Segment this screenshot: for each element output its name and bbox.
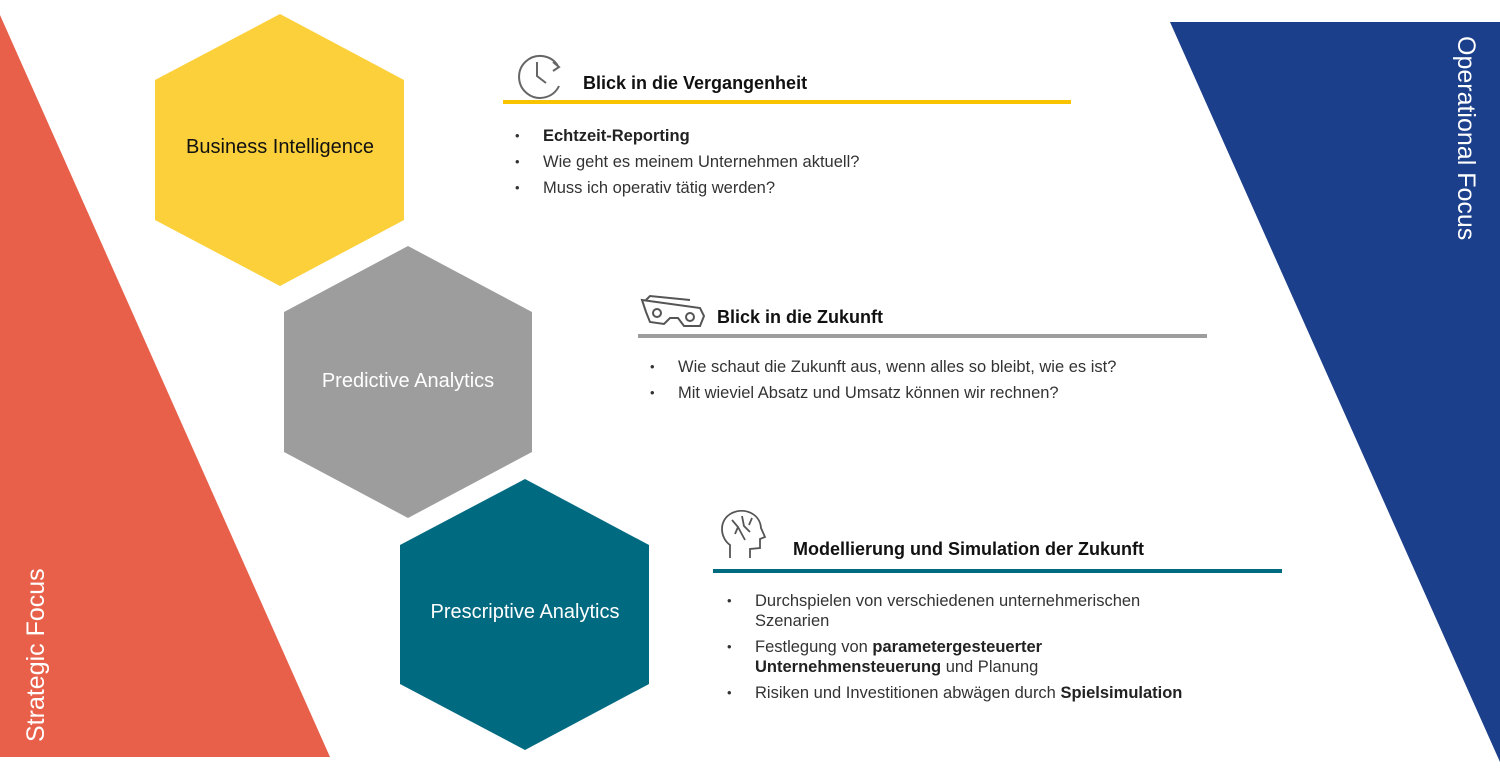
hexagon-label-predictive: Predictive Analytics [321, 370, 495, 392]
hexagon-prescriptive-analytics [400, 479, 649, 750]
clock-icon [518, 54, 561, 99]
glasses-icon [640, 294, 706, 327]
list-item: Wie geht es meinem Unternehmen aktuell? [515, 152, 859, 172]
bullet-list-simulation: Durchspielen von verschiedenen unternehm… [727, 591, 1197, 709]
hexagon-predictive-analytics [284, 246, 532, 518]
operational-focus-label: Operational Focus [1452, 36, 1480, 241]
strategic-focus-triangle [0, 15, 330, 757]
bullet-list-future: Wie schaut die Zukunft aus, wenn alles s… [650, 357, 1116, 409]
list-item: Durchspielen von verschiedenen unternehm… [727, 591, 1197, 631]
list-item: Mit wieviel Absatz und Umsatz können wir… [650, 383, 1116, 403]
section-rule-future [638, 334, 1207, 338]
hexagon-business-intelligence [155, 14, 404, 286]
operational-focus-triangle [1170, 22, 1500, 762]
section-title-simulation: Modellierung und Simulation der Zukunft [793, 539, 1144, 559]
list-item: Muss ich operativ tätig werden? [515, 178, 859, 198]
bullet-list-past: Echtzeit-Reporting Wie geht es meinem Un… [515, 126, 859, 204]
list-item: Echtzeit-Reporting [515, 126, 859, 146]
hexagon-label-bi: Business Intelligence [186, 136, 374, 158]
list-item: Risiken und Investitionen abwägen durch … [727, 683, 1197, 703]
section-title-future: Blick in die Zukunft [717, 307, 884, 327]
strategic-focus-label: Strategic Focus [22, 568, 50, 742]
hexagon-label-prescriptive: Prescriptive Analytics [430, 601, 620, 623]
section-rule-simulation [713, 569, 1282, 573]
section-rule-past [503, 100, 1071, 104]
brain-head-icon [721, 509, 767, 558]
list-item: Festlegung von parametergesteuerter Unte… [727, 637, 1197, 677]
section-title-past: Blick in die Vergangenheit [583, 73, 808, 93]
list-item: Wie schaut die Zukunft aus, wenn alles s… [650, 357, 1116, 377]
